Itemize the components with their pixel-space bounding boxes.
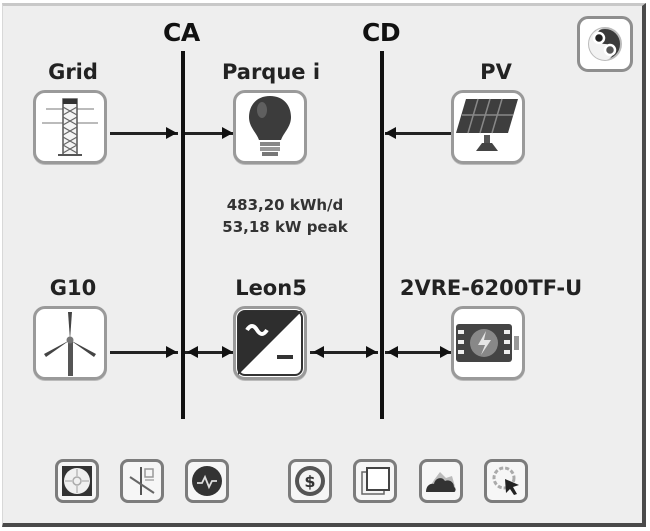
grid-label: Grid — [48, 60, 98, 84]
arrow-right-icon — [366, 346, 377, 358]
converter-dc-connector — [310, 351, 378, 354]
equipment-settings-icon — [588, 27, 622, 61]
ac-bus-label: CA — [163, 18, 200, 47]
wind-connector — [110, 351, 178, 354]
transmission-tower-icon — [42, 98, 98, 156]
grid-node-button[interactable] — [33, 90, 107, 164]
arrow-left-icon — [387, 346, 398, 358]
load-node-button[interactable] — [233, 90, 307, 164]
wind-turbine-icon — [44, 312, 96, 376]
dc-bus-label: CD — [362, 18, 401, 47]
arrow-right-icon — [222, 127, 233, 139]
system-button[interactable] — [353, 459, 397, 503]
arrow-right-icon — [166, 127, 177, 139]
dc-bus-line[interactable] — [380, 51, 384, 419]
grid-connector — [110, 132, 178, 135]
arrow-left-icon — [313, 346, 324, 358]
ac-dc-converter-icon — [237, 310, 303, 376]
battery-label: 2VRE-6200TF-U — [399, 276, 583, 300]
ac-bus-line[interactable] — [181, 51, 185, 419]
economics-button[interactable]: $ — [288, 459, 332, 503]
sensitivity-button[interactable] — [120, 459, 164, 503]
pv-connector — [385, 132, 451, 135]
waveform-button[interactable] — [185, 459, 229, 503]
window-stack-icon — [361, 467, 390, 495]
optimize-button[interactable] — [484, 459, 528, 503]
cursor-select-icon — [492, 466, 519, 495]
bottom-toolbar: $ — [3, 459, 643, 509]
cloud-icon — [426, 472, 456, 492]
dollar-icon: $ — [295, 466, 325, 496]
load-connector — [185, 132, 233, 135]
compass-button[interactable] — [55, 459, 99, 503]
load-energy-stat: 483,20 kWh/d — [226, 196, 344, 214]
arrow-right-icon — [222, 346, 233, 358]
arrow-right-icon — [166, 346, 177, 358]
svg-text:$: $ — [304, 472, 315, 491]
sensitivity-icon — [129, 467, 155, 495]
solar-panel-icon — [456, 98, 518, 151]
load-label: Parque i — [221, 60, 321, 84]
compass-icon — [62, 466, 92, 496]
arrow-left-icon — [385, 127, 396, 139]
wind-label: G10 — [49, 276, 97, 300]
battery-icon — [456, 324, 519, 362]
waveform-icon — [192, 466, 222, 496]
converter-label: Leon5 — [235, 276, 307, 300]
emissions-button[interactable] — [419, 459, 463, 503]
converter-node-button[interactable] — [233, 306, 307, 380]
wind-node-button[interactable] — [33, 306, 107, 380]
pv-node-button[interactable] — [451, 90, 525, 164]
equipment-settings-button[interactable] — [577, 16, 633, 72]
battery-node-button[interactable] — [451, 306, 525, 380]
system-schematic-panel: CA CD Grid Parque i — [2, 3, 646, 527]
load-peak-stat: 53,18 kW peak — [222, 218, 348, 236]
arrow-right-icon — [440, 346, 451, 358]
battery-connector — [385, 351, 451, 354]
converter-ac-connector — [185, 351, 233, 354]
arrow-left-icon — [187, 346, 198, 358]
pv-label: PV — [480, 60, 512, 84]
light-bulb-icon — [249, 96, 291, 156]
